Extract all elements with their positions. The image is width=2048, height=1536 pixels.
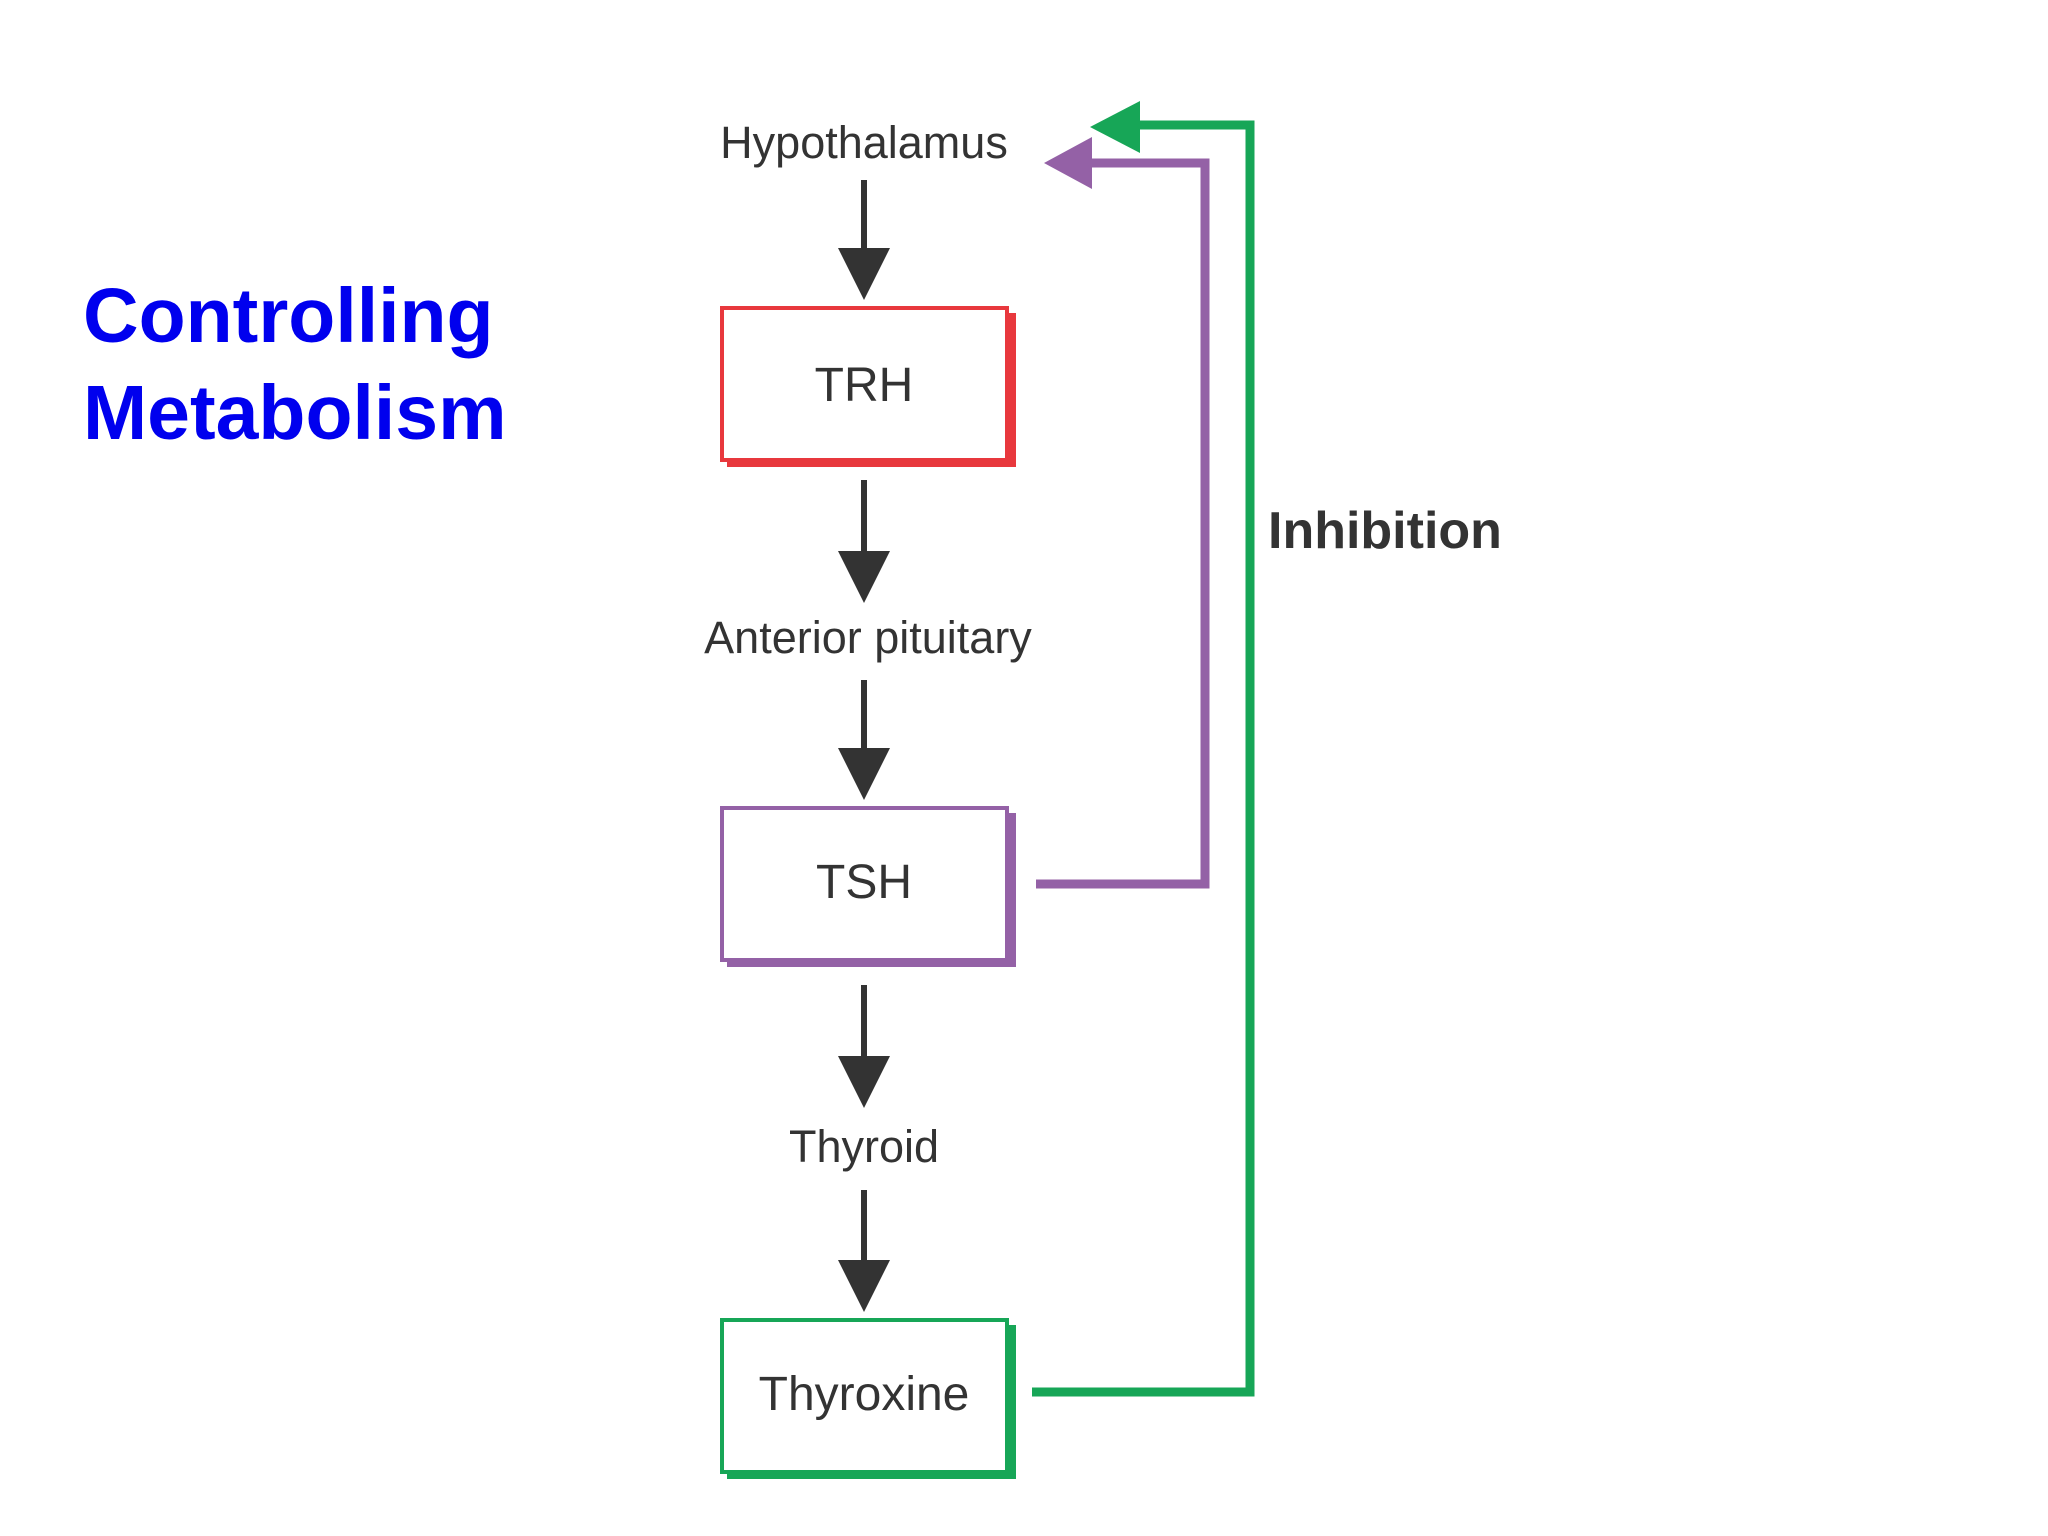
tsh-box: TSH [720, 806, 1016, 967]
title-line-2: Metabolism [83, 370, 507, 456]
thyroid-label: Thyroid [789, 1121, 939, 1172]
arrow-hypothalamus-to-trh [838, 180, 890, 300]
trh-box: TRH [720, 306, 1016, 467]
anterior-pituitary-label: Anterior pituitary [704, 612, 1032, 663]
trh-box-frame [720, 306, 1009, 462]
arrow-thyroid-to-thyroxine [838, 1190, 890, 1312]
tsh-label: TSH [816, 856, 912, 909]
thyroxine-box-frame [720, 1318, 1009, 1474]
hypothalamus-label: Hypothalamus [720, 117, 1008, 168]
inhibition-label: Inhibition [1268, 502, 1502, 560]
tsh-box-frame [720, 806, 1009, 962]
arrow-anterior-pituitary-to-tsh [838, 680, 890, 800]
arrow-trh-to-anterior-pituitary [838, 480, 890, 603]
title-line-1: Controlling [83, 273, 494, 359]
diagram-title: Controlling Metabolism [83, 268, 643, 462]
trh-label: TRH [815, 359, 914, 412]
arrow-tsh-to-thyroid [838, 985, 890, 1108]
thyroxine-feedback-arrow [1032, 101, 1255, 1397]
thyroxine-box: Thyroxine [720, 1318, 1016, 1479]
thyroxine-label: Thyroxine [759, 1368, 970, 1421]
tsh-feedback-arrow [1036, 137, 1210, 889]
